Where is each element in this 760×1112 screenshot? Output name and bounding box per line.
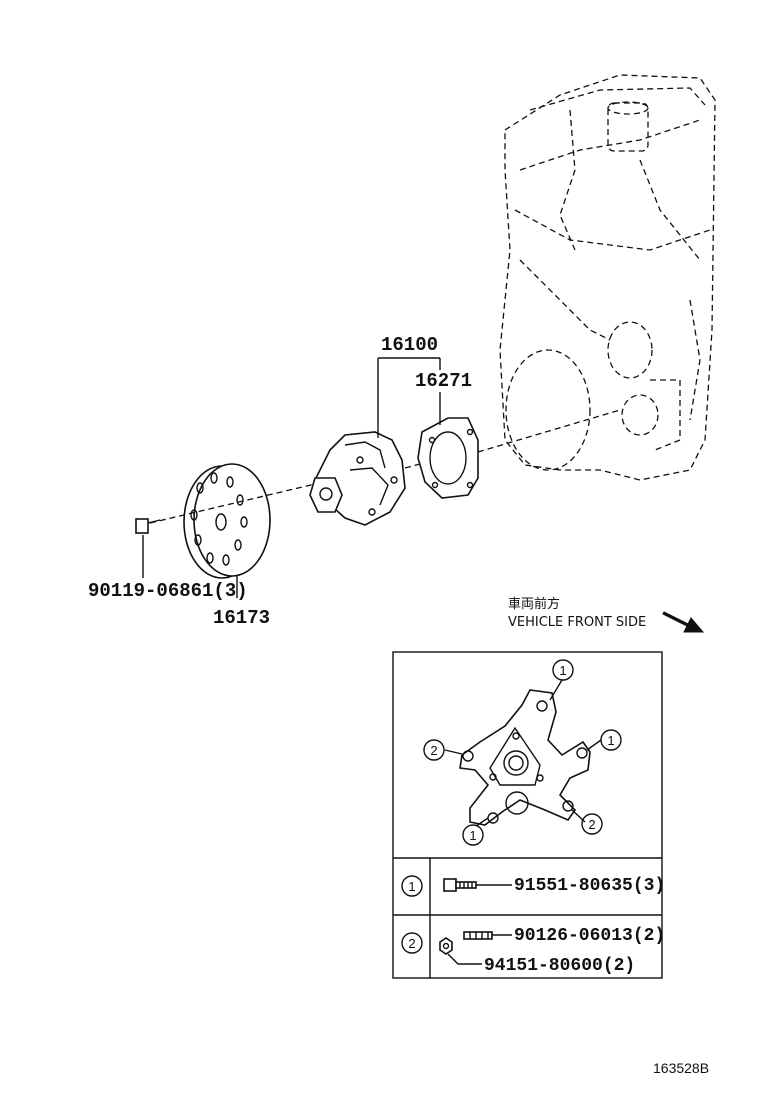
part-label-16173: 16173 — [213, 607, 270, 629]
part-label-90126-06013: 90126-06013(2) — [514, 926, 665, 946]
flange-bolt-icon — [443, 878, 477, 892]
detail-box: 1 2 1 1 2 1 91551-80635(3) 2 90126-06013… — [392, 651, 665, 979]
center-line — [149, 409, 621, 524]
engine-block-outline — [499, 74, 716, 481]
detail-callout-2b: 2 — [588, 817, 595, 832]
nut-icon — [439, 937, 453, 955]
detail-callout-2a: 2 — [430, 743, 437, 758]
part-label-94151-80600: 94151-80600(2) — [484, 956, 635, 976]
part-label-pulley-bolt: 90119-06861(3) — [88, 580, 248, 602]
leader-lines — [142, 357, 441, 598]
pulley-bolt — [135, 518, 161, 534]
row-marker-1: 1 — [408, 879, 415, 894]
part-label-91551-80635: 91551-80635(3) — [514, 876, 665, 896]
direction-label-jp: 車両前方 — [508, 596, 560, 612]
detail-callout-1b: 1 — [607, 733, 614, 748]
part-label-16271: 16271 — [415, 370, 472, 392]
detail-callout-1a: 1 — [559, 663, 566, 678]
water-pump-assy — [309, 431, 406, 526]
part-label-16100: 16100 — [381, 334, 438, 356]
row-marker-2: 2 — [408, 936, 415, 951]
detail-callout-1c: 1 — [469, 828, 476, 843]
gasket — [417, 417, 479, 499]
stud-bolt-icon — [463, 931, 493, 940]
pulley — [183, 463, 271, 579]
front-arrow-icon — [662, 611, 705, 633]
figure-id: 163528B — [653, 1060, 709, 1076]
direction-label-en: VEHICLE FRONT SIDE — [508, 615, 646, 630]
